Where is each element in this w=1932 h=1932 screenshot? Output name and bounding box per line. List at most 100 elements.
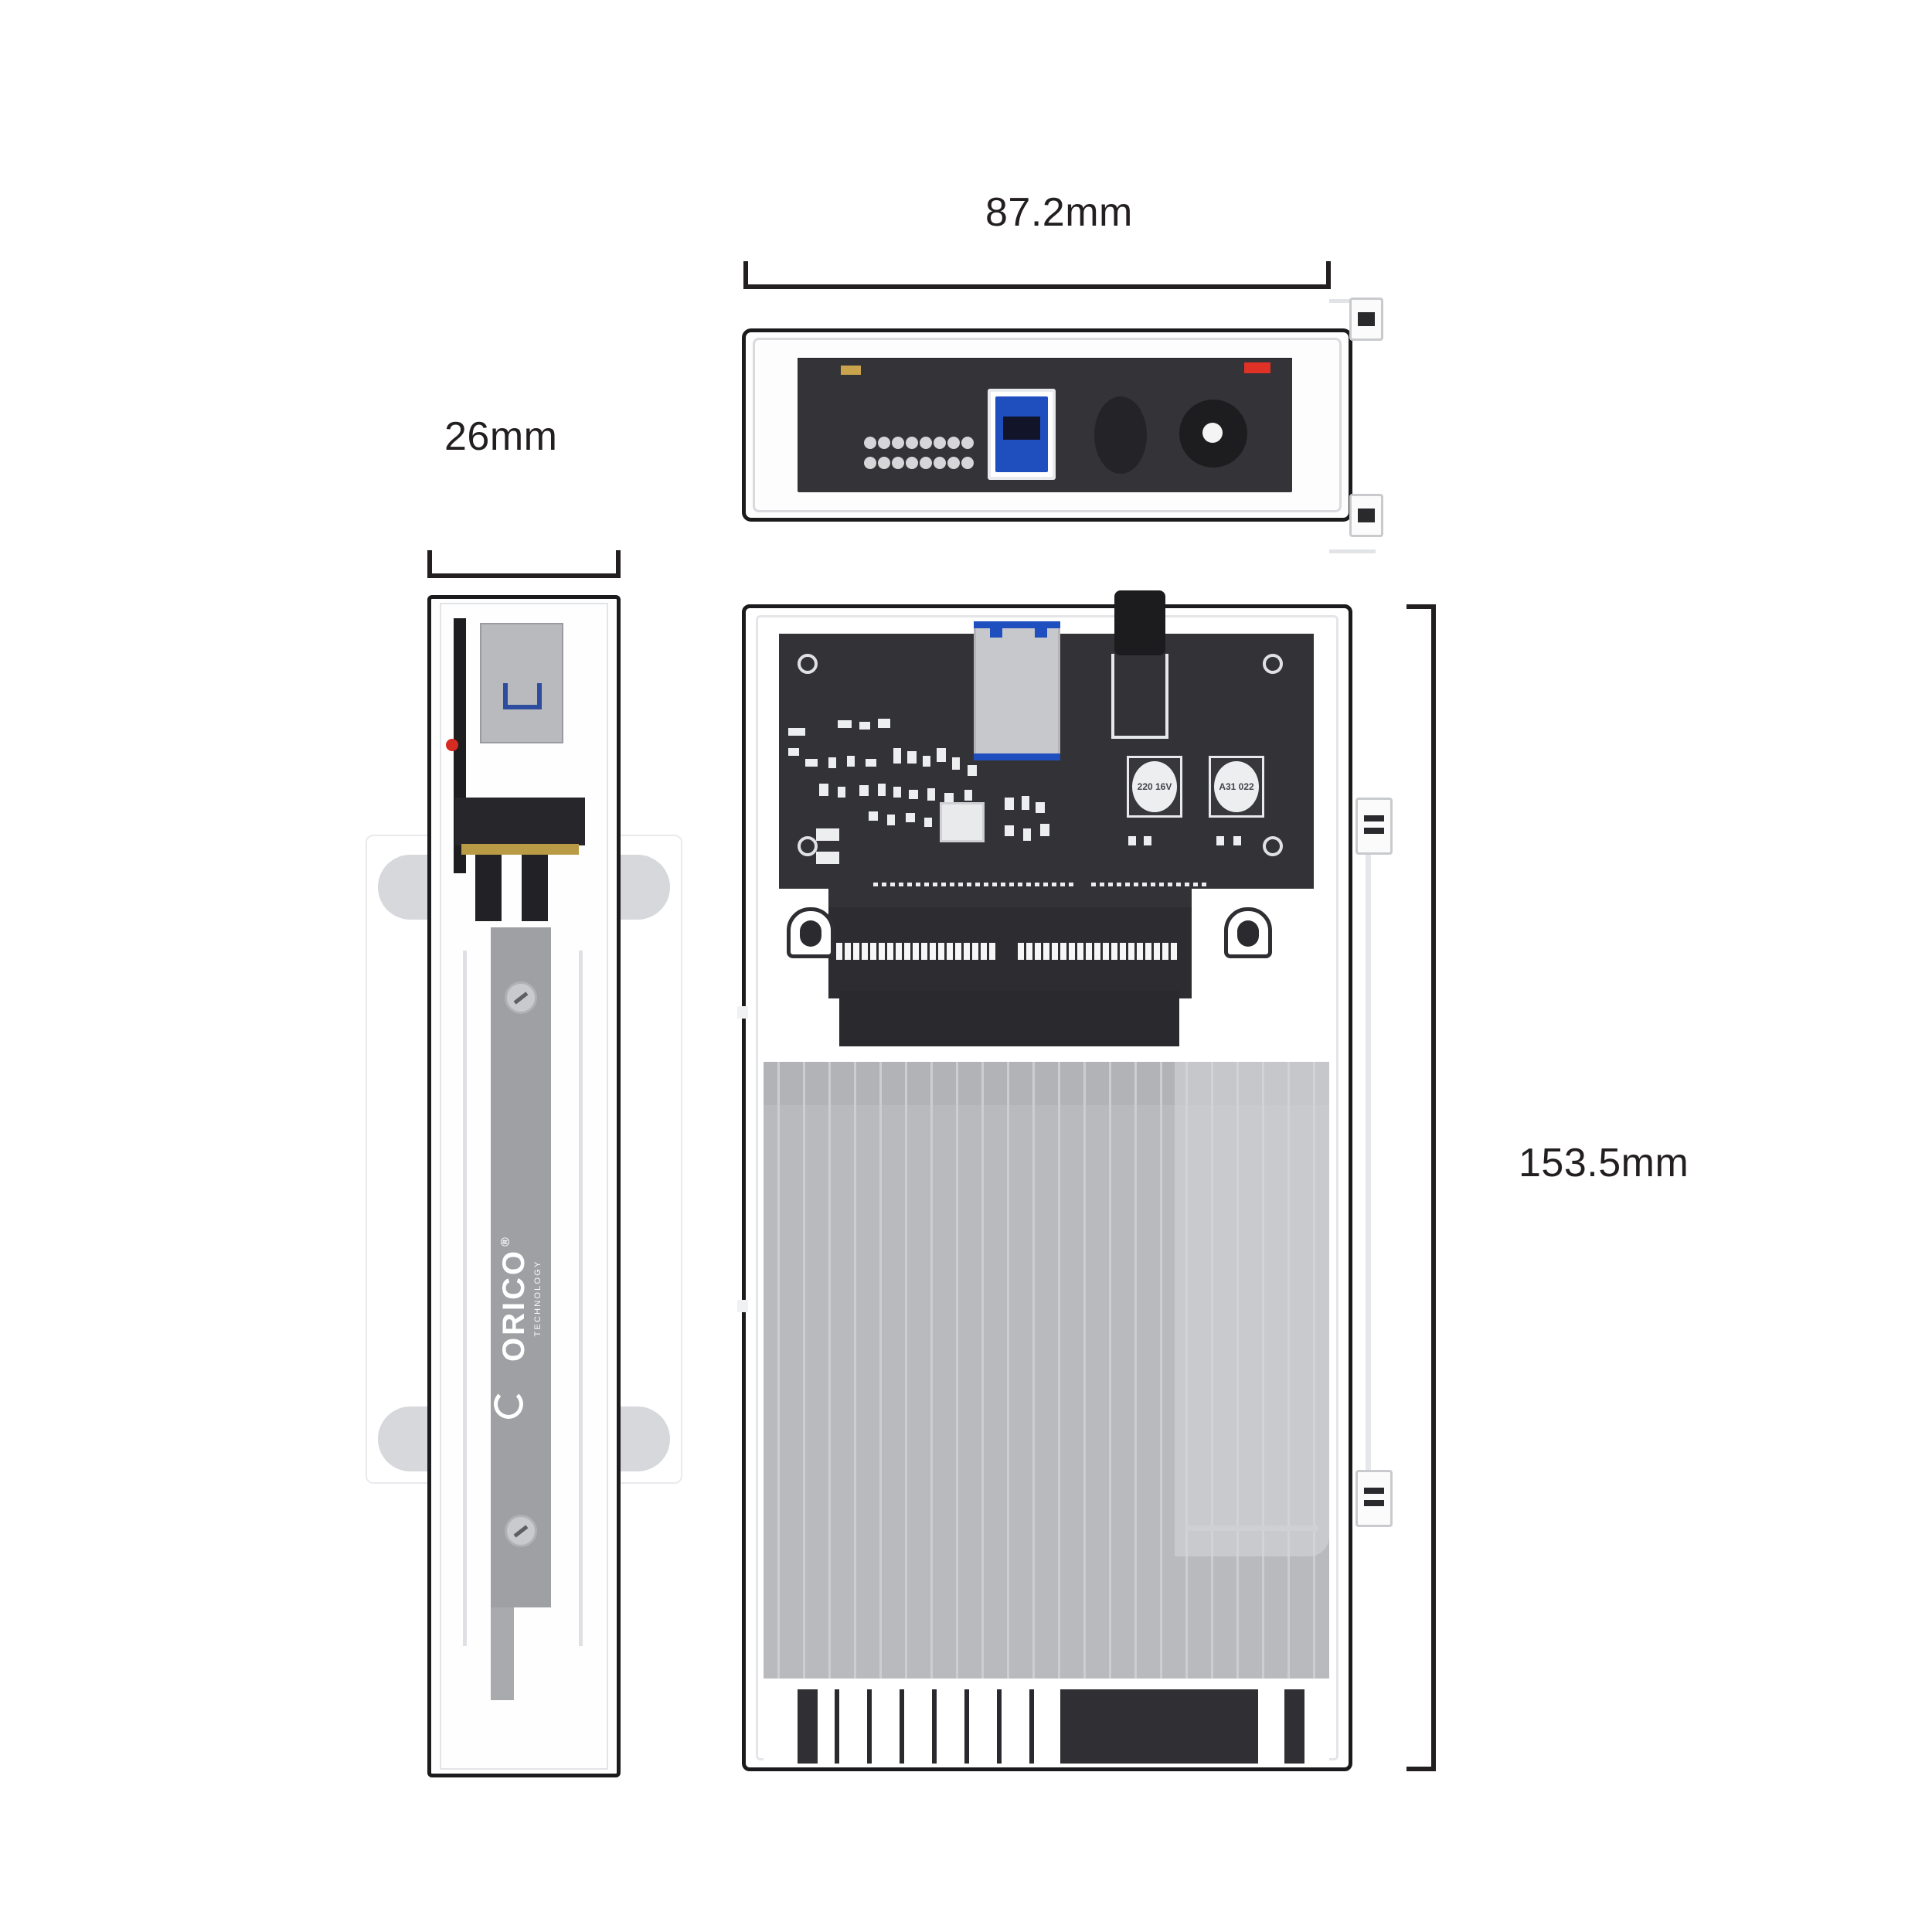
drive-rib (1007, 1062, 1009, 1708)
vent-slat (964, 1689, 969, 1764)
bracket-span-line (1431, 604, 1436, 1771)
pcb-trace (975, 883, 980, 886)
sata-pin (853, 943, 859, 960)
pcb-trace (1009, 883, 1014, 886)
sata-connector-housing (839, 991, 1179, 1046)
pcb-trace (924, 883, 929, 886)
capacitor-body: A31 022 (1214, 761, 1259, 812)
sata-pin (913, 943, 919, 960)
pcb-pad (961, 437, 974, 449)
electrolytic-capacitor (1094, 396, 1147, 474)
dimension-label-height: 153.5mm (1519, 1141, 1689, 1185)
sata-pin (1128, 943, 1134, 960)
clip-detent (1364, 1488, 1384, 1494)
bracket-tick-end (1406, 1767, 1436, 1771)
sata-pin (887, 943, 893, 960)
pcb-smd-component (893, 787, 901, 798)
drive-cover-plate (1175, 1062, 1329, 1556)
pcb-smd-component (838, 787, 845, 798)
pcb-smd-component (924, 818, 932, 827)
pcb-trace (1125, 883, 1130, 886)
capacitor-marking: 220 16V (1137, 781, 1172, 792)
sata-pin (879, 943, 885, 960)
pcb-trace (984, 883, 988, 886)
bracket-tick-end (1326, 261, 1331, 289)
pcb-pad (934, 437, 946, 449)
usb-b-port-icon (480, 623, 563, 743)
pcb-trace (1108, 883, 1113, 886)
sata-pin (870, 943, 876, 960)
drive-rib (956, 1062, 958, 1708)
dc-jack-center-pin (1202, 423, 1223, 443)
pcb-screw-hole (1263, 654, 1283, 674)
pcb-trace (1052, 883, 1056, 886)
pcb-trace (1100, 883, 1104, 886)
sata-connector-ear-right (1224, 907, 1272, 958)
registered-trademark-icon: ® (498, 1235, 512, 1247)
pcb-trace (1117, 883, 1121, 886)
dc-jack-bracket (1111, 654, 1168, 739)
drive-label-line (1187, 1526, 1318, 1531)
usb-b-port-icon (988, 389, 1056, 480)
pcb-smd-component (964, 790, 972, 801)
bracket-tick-start (1406, 604, 1436, 609)
pcb-trace (1091, 883, 1096, 886)
sata-pin (930, 943, 936, 960)
pcb-smd-component (968, 765, 977, 776)
drive-rib (1134, 1062, 1137, 1708)
sata-connector-body (455, 798, 585, 845)
pcb-pad (934, 457, 946, 469)
screw-slot (513, 1525, 529, 1538)
dimension-bracket-depth (427, 550, 621, 578)
pcb-pad (878, 437, 890, 449)
pcb-trace (1176, 883, 1181, 886)
enclosure-shell-inner-outline (440, 603, 608, 1770)
gold-chip (841, 366, 861, 375)
sata-connector-leg-left (475, 855, 502, 921)
usb-b-port-body (995, 396, 1048, 472)
pcb-pad (892, 437, 904, 449)
pcb-trace (1202, 883, 1206, 886)
sata-pin (1111, 943, 1117, 960)
pcb-screw-hole (1263, 836, 1283, 856)
sata-ear-hole (1237, 920, 1259, 947)
usb-b-port-outline (503, 683, 542, 709)
clip-stub-bottom (1329, 549, 1376, 553)
sata-pin (1162, 943, 1168, 960)
pcb-smd-component (819, 784, 828, 796)
drive-rib (1083, 1062, 1086, 1708)
drive-rib (803, 1062, 805, 1708)
sata-pin (955, 943, 961, 960)
pcb-trace (1168, 883, 1172, 886)
sata-pin (921, 943, 927, 960)
enclosure-bottom-vents (764, 1679, 1329, 1764)
pcb-pad (878, 457, 890, 469)
pcb-pad (920, 457, 932, 469)
capacitor-body: 220 16V (1132, 761, 1177, 812)
pcb-smd-component (909, 790, 918, 799)
pcb-smd-component (859, 722, 870, 730)
bracket-tick-start (427, 550, 432, 578)
sata-connector-ear-left (787, 907, 835, 958)
vent-slat (1029, 1689, 1034, 1764)
pcb-smd-component (805, 759, 818, 767)
drive-rib (1109, 1062, 1111, 1708)
pcb-smd-component (1023, 828, 1031, 841)
pcb-trace (907, 883, 912, 886)
pcb-smd-component (952, 757, 960, 770)
pcb-trace (1026, 883, 1031, 886)
capacitor-220-16v: 220 16V (1127, 756, 1182, 818)
usb-port-top-bar (974, 621, 1060, 628)
bracket-span-line (427, 573, 621, 578)
pcb-smd-component (788, 748, 799, 756)
bracket-tick-end (616, 550, 621, 578)
usb-b-port-slot (1003, 417, 1040, 440)
usb-b-port-icon (974, 621, 1060, 760)
sata-pin (1145, 943, 1151, 960)
dimension-bracket-height (1406, 604, 1436, 1771)
dc-power-jack-icon (1114, 590, 1165, 655)
drive-rib (828, 1062, 831, 1708)
pcb-trace (873, 883, 878, 886)
usb-port-tab-right (1035, 628, 1047, 638)
